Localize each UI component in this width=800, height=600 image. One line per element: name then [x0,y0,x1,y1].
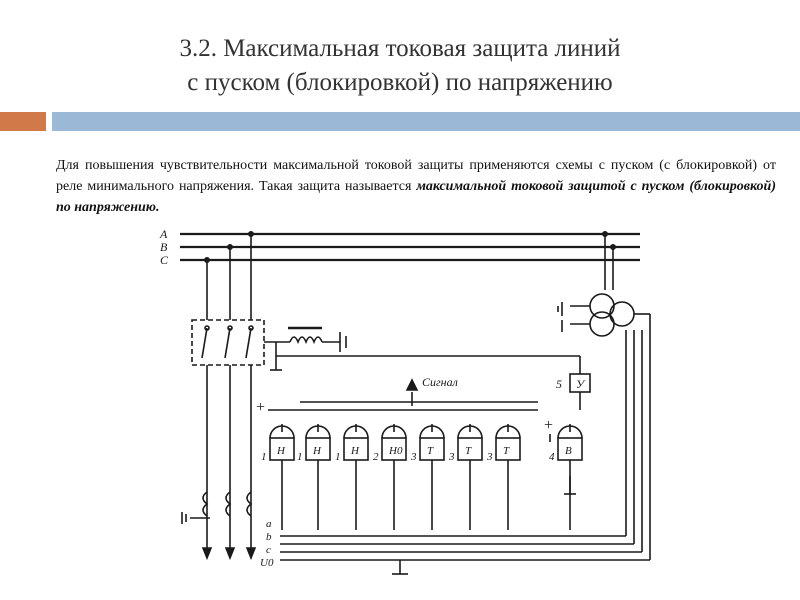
title-line-2: с пуском (блокировкой) по напряжению [187,69,613,96]
relay-type-label: Т [427,445,434,457]
relay-type-label: Н [276,445,286,457]
relay-number-label: 1 [335,451,341,463]
paragraph-emphasis: максимальной токовой защитой с пуском (б… [56,179,776,215]
relay-type-label: Н0 [388,445,403,457]
relay-type-label: В [565,445,572,457]
current-transformers [181,491,253,524]
indicator-circuit: У 5 [276,355,591,410]
dc-supply: + + [256,399,576,495]
bus-label-u0: U0 [260,557,274,569]
relay: В4 [549,424,583,530]
bus-label-a: a [266,518,272,530]
relay-number-label: 3 [448,451,455,463]
plus-terminal-right: + [544,417,553,434]
relay: Н1 [335,424,369,530]
relay: Н1 [261,424,295,530]
phase-label-b: B [160,240,168,254]
paragraph-text: Для повышения чувствительности максималь… [56,158,776,194]
relay: Н1 [297,424,331,530]
circuit-diagram: A B C [159,227,651,575]
voltage-transformer [557,293,651,560]
phase-label-c: C [160,253,169,267]
relay: Т3 [486,424,521,530]
relay-type-label: Н [350,445,360,457]
relay-type-label: Т [503,445,510,457]
feeder-lines [201,365,257,561]
relay: Т3 [410,424,445,530]
accent-bar [0,112,46,131]
relay-type-label: Н [312,445,322,457]
indicator-label: У [576,377,586,391]
bus-label-b: b [266,531,272,543]
header-divider-bar [52,112,800,131]
disconnector-box [191,319,265,366]
body-paragraph: Для повышения чувствительности максималь… [56,155,776,218]
relay: Н0 2 [373,424,407,530]
relay-number-label: 1 [297,451,303,463]
relay-number-label: 3 [486,451,493,463]
phase-label-a: A [159,227,168,241]
signal-label: Сигнал [422,375,458,389]
bus-taps [203,231,616,320]
title-line-1: 3.2. Максимальная токовая защита линий [179,35,621,62]
plus-terminal-left: + [256,399,265,416]
relay-number-label: 3 [410,451,417,463]
relay-type-label: Т [465,445,472,457]
relay-number-label: 4 [549,451,555,463]
relay-number-label: 1 [261,451,267,463]
voltage-buses: a b c U0 [260,518,650,575]
trip-coil [264,326,347,371]
bus-label-c: c [266,544,271,556]
slide-title: 3.2. Максимальная токовая защита линий с… [0,32,800,100]
phase-buses: A B C [159,227,640,267]
relay-number-label: 2 [373,451,379,463]
relay: Т3 [448,424,483,530]
indicator-number: 5 [556,377,562,391]
signal-output: Сигнал [405,375,458,406]
